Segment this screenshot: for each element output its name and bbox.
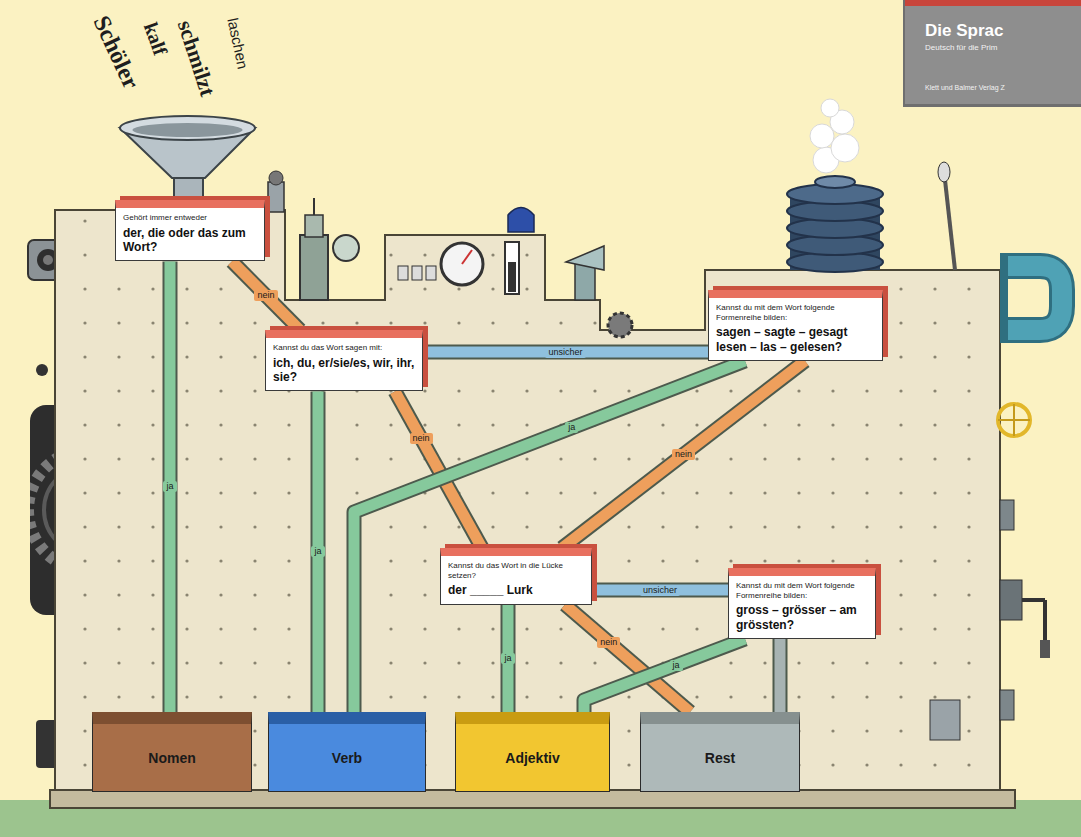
question-box: Kannst du mit dem Wort folgende Formenre… [708,290,883,361]
pipe-connector [562,361,805,548]
machine-base [50,790,1015,808]
pipe [232,261,300,330]
word: laschen [224,17,251,71]
pipe-outline [592,583,728,598]
box-text: Kannst du das Wort in die Lücke setzen? [448,561,584,580]
pipe [584,639,745,712]
lever [938,162,955,270]
box-text: Nomen [148,750,195,766]
cover-publisher: Klett und Balmer Verlag Z [925,84,1005,92]
pipe-label: ja [501,653,514,664]
pipe-connector [775,639,786,712]
box-body: gross – grösser – am grössten? [736,603,868,632]
pipe-outline [501,605,516,712]
question-box: Gehört immer entweder der, die oder das z… [115,200,265,261]
outlet-pipe [1000,256,1062,342]
knob [36,364,48,376]
pipe-label: nein [597,637,620,648]
pipe-outline [232,261,300,330]
box-text: Gehört immer entweder [123,213,257,223]
hand-wheel [998,404,1030,436]
crank [1000,580,1050,658]
pipe-connector [354,361,745,712]
box-body: der, die oder das zum Wort? [123,226,257,255]
question-box: Kannst du das Wort in die Lücke setzen? d… [440,548,592,605]
sort-bin: Verb [268,712,426,792]
pipe-label: ja [311,546,324,557]
cover-shadow [903,0,1081,107]
cover-title: Die Sprac [925,22,1003,41]
pipe [780,639,781,712]
gauge-panel [398,208,534,295]
pipe-label: nein [254,290,277,301]
pipe-connector [423,347,708,358]
pipe-label: nein [672,449,695,460]
spotlight [566,246,604,300]
book-cover [905,0,1081,104]
question-box: Kannst du das Wort sagen mit: ich, du, er… [265,330,423,391]
machine-body [55,210,1000,792]
pipe [562,361,805,548]
sort-bin: Adjektiv [455,712,610,792]
box-body: der _____ Lurk [448,583,584,597]
pipe-connector [232,261,300,330]
box-text: Kannst du das Wort sagen mit: [273,343,415,353]
pipe [354,361,745,712]
cog [608,313,632,337]
question-box: Kannst du mit dem Wort folgende Formenre… [728,568,876,639]
sort-bin: Nomen [92,712,252,792]
pipe-outline [354,361,745,712]
valve [268,171,284,212]
word: kalf [140,19,172,58]
pipe-connector [584,639,745,712]
pipe-outline [311,391,326,712]
pipe-outline [562,361,805,548]
pipe-label: ja [670,660,683,671]
pipe-outline [773,639,788,712]
box-text: Adjektiv [505,750,559,766]
word: Schöler [88,12,145,93]
pipe-label: unsicher [640,585,680,596]
pipe-outline [423,345,708,360]
cover-band [905,0,1081,6]
pipe-label: unsicher [545,347,585,358]
sort-bin: Rest [640,712,800,792]
box-text: Kannst du mit dem Wort folgende Formenre… [716,303,875,322]
chimney-coil [787,176,883,272]
pipe-connector [592,585,728,596]
pipe-label: ja [565,422,578,433]
pipe-outline [163,261,178,712]
lamp-device [300,198,359,300]
word: schmilzt [172,17,219,99]
pipe-outline [584,639,745,712]
steam [810,99,859,173]
funnel [120,116,255,202]
pipe-label: nein [410,433,433,444]
cover-subtitle: Deutsch für die Prim [925,44,997,53]
side-fittings [930,500,1014,740]
box-text: Rest [705,750,735,766]
box-text: Kannst du mit dem Wort folgende Formenre… [736,581,868,600]
box-body: ich, du, er/sie/es, wir, ihr, sie? [273,356,415,385]
box-text: Verb [332,750,362,766]
pipe-label: ja [163,481,176,492]
box-body: sagen – sagte – gesagt lesen – las – gel… [716,325,875,354]
